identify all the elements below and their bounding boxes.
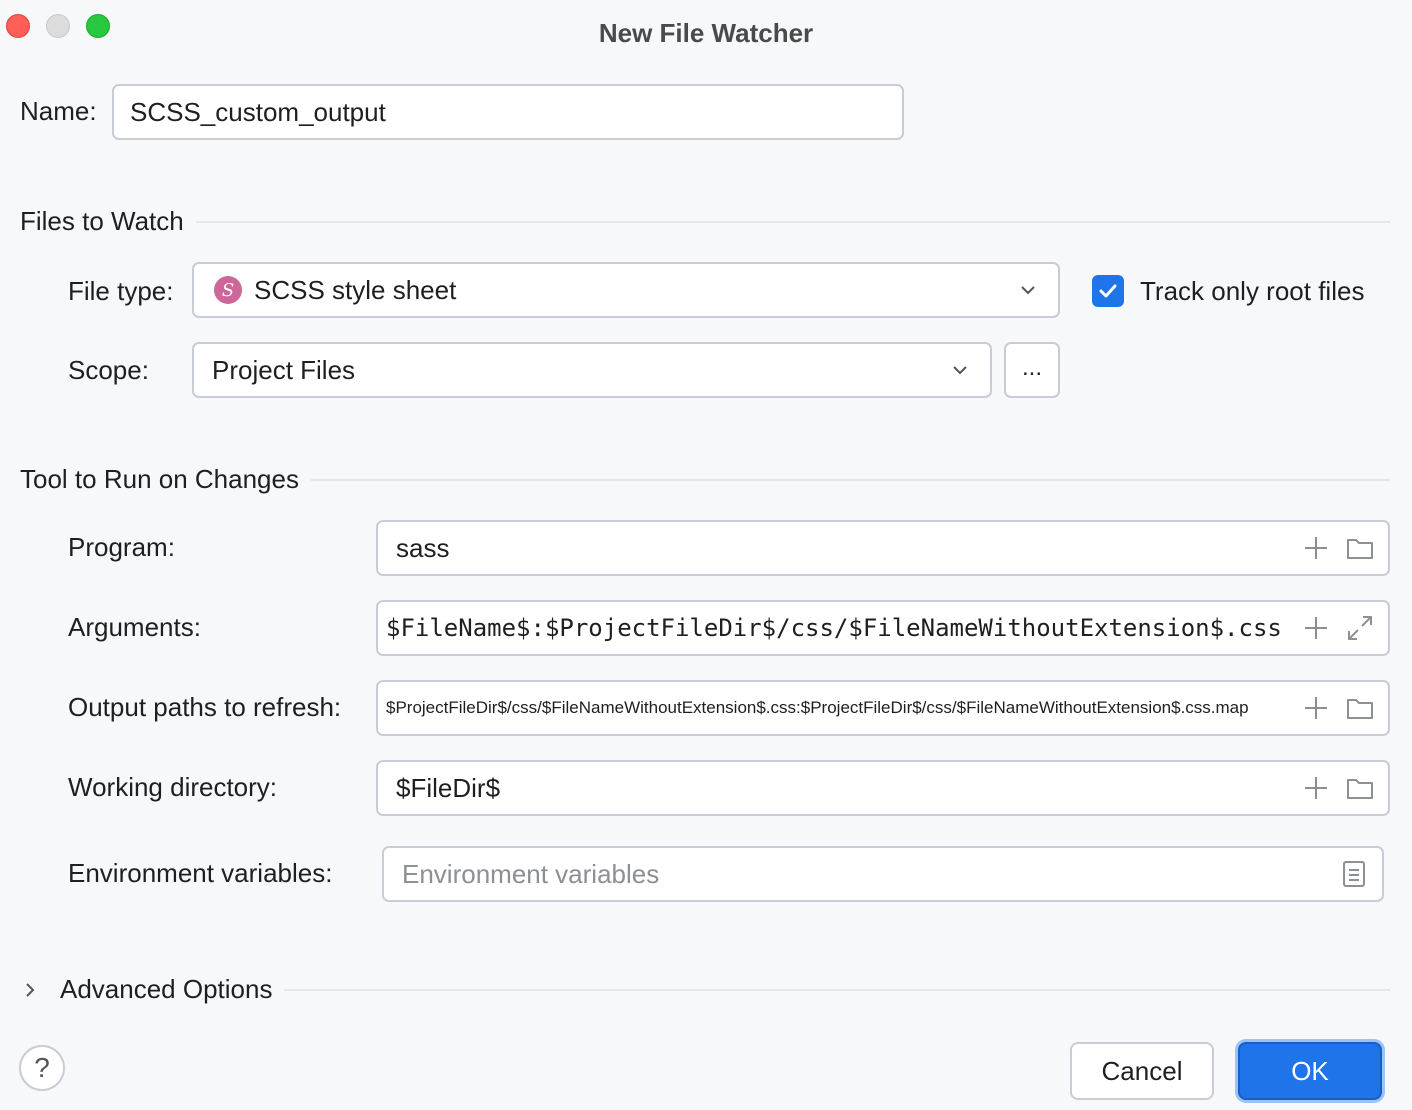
tool-section: Tool to Run on Changes xyxy=(20,464,1390,495)
insert-macro-plus-icon[interactable] xyxy=(1302,694,1330,722)
files-to-watch-section: Files to Watch xyxy=(20,206,1390,237)
environment-variables-input[interactable]: Environment variables xyxy=(382,846,1384,902)
file-type-dropdown[interactable]: S SCSS style sheet xyxy=(192,262,1060,318)
scope-dropdown[interactable]: Project Files xyxy=(192,342,992,398)
working-directory-input[interactable]: $FileDir$ xyxy=(376,760,1390,816)
output-paths-input[interactable]: $ProjectFileDir$/css/$FileNameWithoutExt… xyxy=(376,680,1390,736)
scope-browse-label: ... xyxy=(1021,354,1042,381)
insert-macro-plus-icon[interactable] xyxy=(1302,534,1330,562)
working-directory-value: $FileDir$ xyxy=(396,772,501,803)
output-paths-label: Output paths to refresh: xyxy=(68,692,342,722)
insert-macro-plus-icon[interactable] xyxy=(1302,774,1330,802)
scss-icon: S xyxy=(214,276,242,304)
scope-label: Scope: xyxy=(68,355,149,385)
arguments-label: Arguments: xyxy=(68,612,201,642)
section-divider xyxy=(284,988,1390,991)
maximize-window-button[interactable] xyxy=(86,14,110,38)
program-input[interactable]: sass xyxy=(376,520,1390,576)
name-input[interactable]: SCSS_custom_output xyxy=(112,84,904,140)
track-root-label[interactable]: Track only root files xyxy=(1140,276,1365,306)
insert-macro-plus-icon[interactable] xyxy=(1302,614,1330,642)
folder-icon[interactable] xyxy=(1346,774,1374,802)
name-label: Name: xyxy=(20,96,97,126)
chevron-right-icon[interactable] xyxy=(20,980,40,1000)
working-directory-label: Working directory: xyxy=(68,772,278,802)
edit-list-icon[interactable] xyxy=(1340,860,1368,888)
section-divider xyxy=(310,478,1390,481)
arguments-value: $FileName$:$ProjectFileDir$/css/$FileNam… xyxy=(386,614,1282,642)
environment-variables-placeholder: Environment variables xyxy=(402,858,660,889)
files-to-watch-heading: Files to Watch xyxy=(20,206,184,236)
folder-icon[interactable] xyxy=(1346,534,1374,562)
track-root-checkbox[interactable] xyxy=(1092,275,1124,307)
name-input-value: SCSS_custom_output xyxy=(130,96,386,127)
chevron-down-icon xyxy=(953,366,967,375)
help-icon: ? xyxy=(34,1052,50,1083)
cancel-button[interactable]: Cancel xyxy=(1070,1042,1214,1100)
tool-heading: Tool to Run on Changes xyxy=(20,464,299,494)
expand-icon[interactable] xyxy=(1346,614,1374,642)
program-value: sass xyxy=(396,532,450,563)
checkmark-icon xyxy=(1099,284,1117,298)
scope-browse-button[interactable]: ... xyxy=(1004,342,1060,398)
chevron-down-icon xyxy=(1021,286,1035,295)
file-type-label: File type: xyxy=(68,276,174,306)
output-paths-value: $ProjectFileDir$/css/$FileNameWithoutExt… xyxy=(386,698,1249,717)
help-button[interactable]: ? xyxy=(19,1045,65,1091)
file-type-value: SCSS style sheet xyxy=(254,274,457,305)
scope-value: Project Files xyxy=(212,354,356,385)
advanced-options-label[interactable]: Advanced Options xyxy=(60,974,273,1004)
folder-icon[interactable] xyxy=(1346,694,1374,722)
advanced-options-toggle[interactable]: Advanced Options xyxy=(20,974,1390,1005)
dialog-title: New File Watcher xyxy=(598,18,814,48)
ok-button[interactable]: OK xyxy=(1238,1042,1382,1100)
arguments-input[interactable]: $FileName$:$ProjectFileDir$/css/$FileNam… xyxy=(376,600,1390,656)
minimize-window-button[interactable] xyxy=(46,14,70,38)
section-divider xyxy=(195,220,1390,223)
close-window-button[interactable] xyxy=(6,14,30,38)
environment-variables-label: Environment variables: xyxy=(68,858,333,888)
program-label: Program: xyxy=(68,532,175,562)
